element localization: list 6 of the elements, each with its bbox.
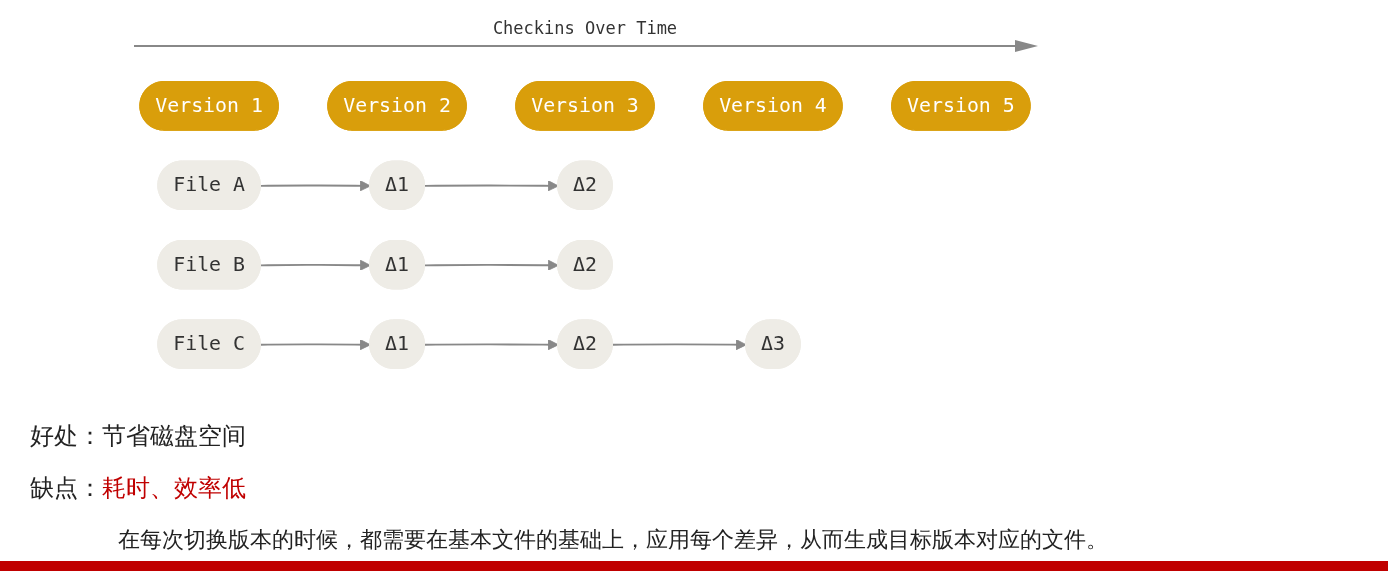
axis-title: Checkins Over Time [492, 18, 678, 38]
note-text: 在每次切换版本的时候，都需要在基本文件的基础上，应用每个差异，从而生成目标版本对应的文件。 [118, 527, 1108, 552]
arrow [260, 259, 371, 271]
note-text: 耗时、效率低 [102, 474, 246, 502]
note-text: 好处：节省磁盘空间 [30, 422, 246, 450]
note-text: 缺点： [30, 474, 102, 502]
